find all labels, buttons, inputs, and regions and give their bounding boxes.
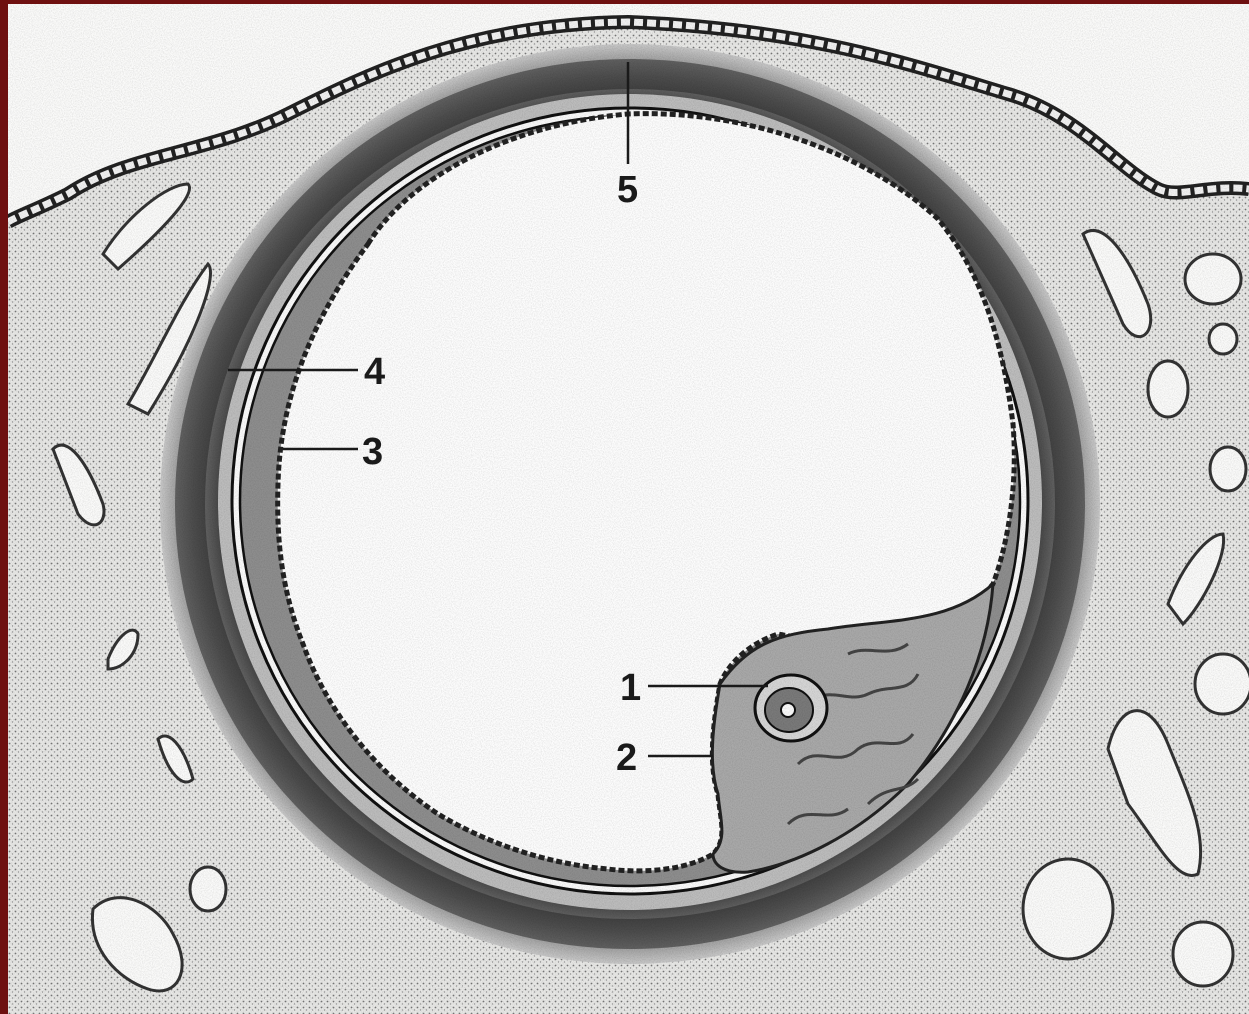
label-1: 1: [620, 667, 641, 709]
label-3: 3: [362, 431, 383, 473]
histology-drawing: 1 2 3 4 5: [8, 4, 1249, 1014]
label-5: 5: [617, 169, 638, 211]
label-2: 2: [616, 737, 637, 779]
label-4: 4: [364, 351, 385, 393]
follicle-diagram: 1 2 3 4 5: [8, 4, 1249, 1014]
